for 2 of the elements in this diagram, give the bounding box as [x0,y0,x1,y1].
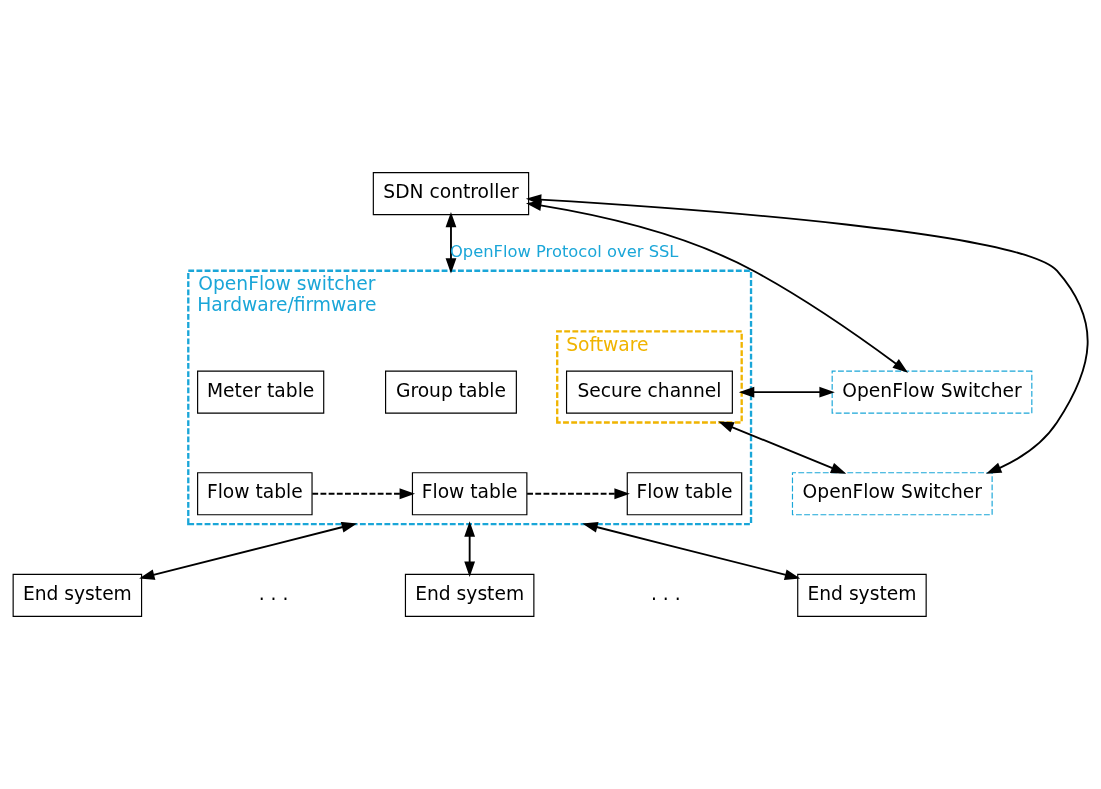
label: . . . [258,582,289,604]
label: . . . [650,582,681,604]
